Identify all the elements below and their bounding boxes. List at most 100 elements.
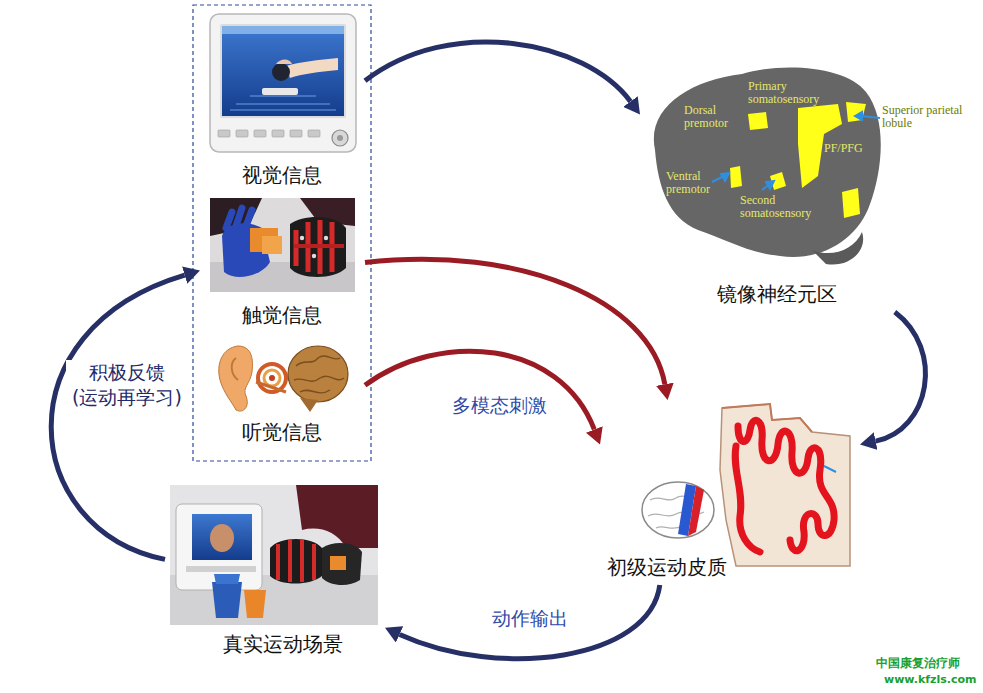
device-illustration	[210, 14, 356, 152]
caption: 真实运动场景	[223, 631, 343, 657]
arrow-label: 多模态刺激	[450, 393, 549, 418]
caption: 触觉信息	[242, 302, 322, 328]
glove-photo-part	[324, 236, 328, 240]
watermark: 中国康复治疗师	[876, 656, 960, 671]
brain-map-part-part	[766, 181, 774, 189]
brain-map-part-part	[748, 112, 768, 130]
region-label: Dorsal premotor	[684, 104, 744, 130]
glove-photo-part	[210, 198, 355, 292]
image-panel: 触觉信息	[200, 195, 365, 330]
watermark: www.kfzls.com	[884, 673, 977, 687]
device-illustration-part-part	[290, 130, 302, 137]
hearing-illustration-part	[269, 375, 275, 381]
caption: 镜像神经元区	[717, 281, 837, 307]
region-label: Ventral premotor	[666, 170, 726, 196]
brain-map-part-part	[730, 166, 742, 188]
curved-arrow	[365, 259, 665, 384]
device-illustration-part	[272, 63, 290, 81]
image-panel: 真实运动场景	[165, 482, 385, 662]
scene-photo-part	[186, 566, 256, 572]
device-illustration-part	[276, 60, 292, 65]
image-panel: 初级运动皮质	[600, 400, 860, 585]
scene-photo-part	[296, 485, 378, 548]
motor-cortex-illustration-part	[720, 404, 850, 566]
motor-cortex-illustration-part	[642, 482, 714, 538]
scene-photo-part	[210, 524, 234, 552]
region-label: PF/PFG	[824, 142, 863, 155]
glove-photo-part	[294, 244, 344, 248]
hearing-illustration-part	[232, 358, 238, 380]
glove-photo	[210, 198, 355, 292]
device-illustration-part	[220, 24, 346, 118]
hearing-illustration-part	[219, 346, 253, 411]
brain-map-part-part	[846, 102, 866, 122]
hearing-illustration-part	[288, 346, 348, 402]
arrow-label: 动作输出	[490, 606, 570, 631]
curved-arrow	[365, 351, 594, 429]
scene-photo-part	[244, 590, 266, 618]
scene-photo-part	[170, 485, 378, 625]
input-frame	[193, 5, 371, 461]
hearing-illustration-part	[294, 356, 344, 393]
brain-map-part	[712, 112, 880, 190]
motor-cortex-illustration-part	[738, 420, 834, 550]
device-illustration-part	[337, 135, 343, 141]
brain-map-part-part	[842, 188, 860, 218]
device-illustration-part	[230, 96, 336, 110]
input-frame-part	[193, 5, 371, 461]
region-label: Second somatosensory	[740, 194, 832, 220]
brain-map	[654, 68, 881, 265]
motor-cortex-illustration-part	[824, 466, 836, 472]
motor-cortex-illustration	[642, 404, 850, 566]
scene-photo-part	[192, 514, 252, 560]
curved-arrow	[400, 585, 660, 659]
glove-photo-part	[312, 254, 316, 258]
hearing-illustration-part	[300, 398, 318, 412]
hearing-illustration	[219, 346, 348, 412]
device-illustration-part	[332, 130, 348, 146]
scene-photo-part	[212, 582, 242, 618]
device-illustration-part	[262, 88, 298, 95]
motor-cortex-illustration-part	[688, 486, 704, 536]
device-illustration-part	[218, 130, 320, 137]
motor-cortex-illustration-part	[735, 446, 760, 552]
brain-map-part-part	[855, 112, 862, 120]
caption: 视觉信息	[242, 162, 322, 188]
hearing-illustration-part	[256, 382, 286, 392]
scene-photo	[170, 485, 378, 625]
glove-photo-part	[226, 208, 252, 228]
device-illustration-part	[286, 58, 338, 78]
device-illustration-part-part	[236, 130, 248, 137]
arrow-label: 积极反馈 (运动再学习)	[66, 360, 188, 410]
device-illustration-part	[210, 14, 356, 152]
scene-photo-part	[176, 504, 262, 590]
scene-photo-part	[330, 556, 346, 570]
scene-photo-part	[270, 539, 322, 584]
image-panel: 听觉信息	[200, 338, 365, 448]
brain-map-part	[812, 232, 863, 265]
device-illustration-part-part	[254, 130, 266, 137]
device-illustration-part	[222, 26, 344, 116]
scene-photo-part	[214, 574, 240, 584]
device-illustration-part	[222, 26, 344, 34]
image-panel: 视觉信息	[200, 8, 365, 190]
scene-photo-part	[278, 540, 314, 582]
curved-arrow	[876, 312, 926, 441]
region-label: Superior parietal lobule	[882, 104, 974, 130]
device-illustration-part-part	[272, 130, 284, 137]
region-label: Primary somatosensory	[748, 80, 844, 106]
glove-photo-part	[262, 236, 282, 254]
glove-photo-part	[290, 217, 346, 277]
glove-photo-part	[300, 236, 304, 240]
device-illustration-part-part	[308, 130, 320, 137]
curved-arrow	[51, 275, 184, 559]
hearing-illustration-part	[264, 370, 280, 386]
brain-map-part	[654, 68, 881, 257]
device-illustration-part-part	[218, 130, 230, 137]
caption: 初级运动皮质	[607, 554, 727, 580]
curved-arrow	[365, 42, 630, 102]
scene-photo-part	[322, 543, 362, 585]
